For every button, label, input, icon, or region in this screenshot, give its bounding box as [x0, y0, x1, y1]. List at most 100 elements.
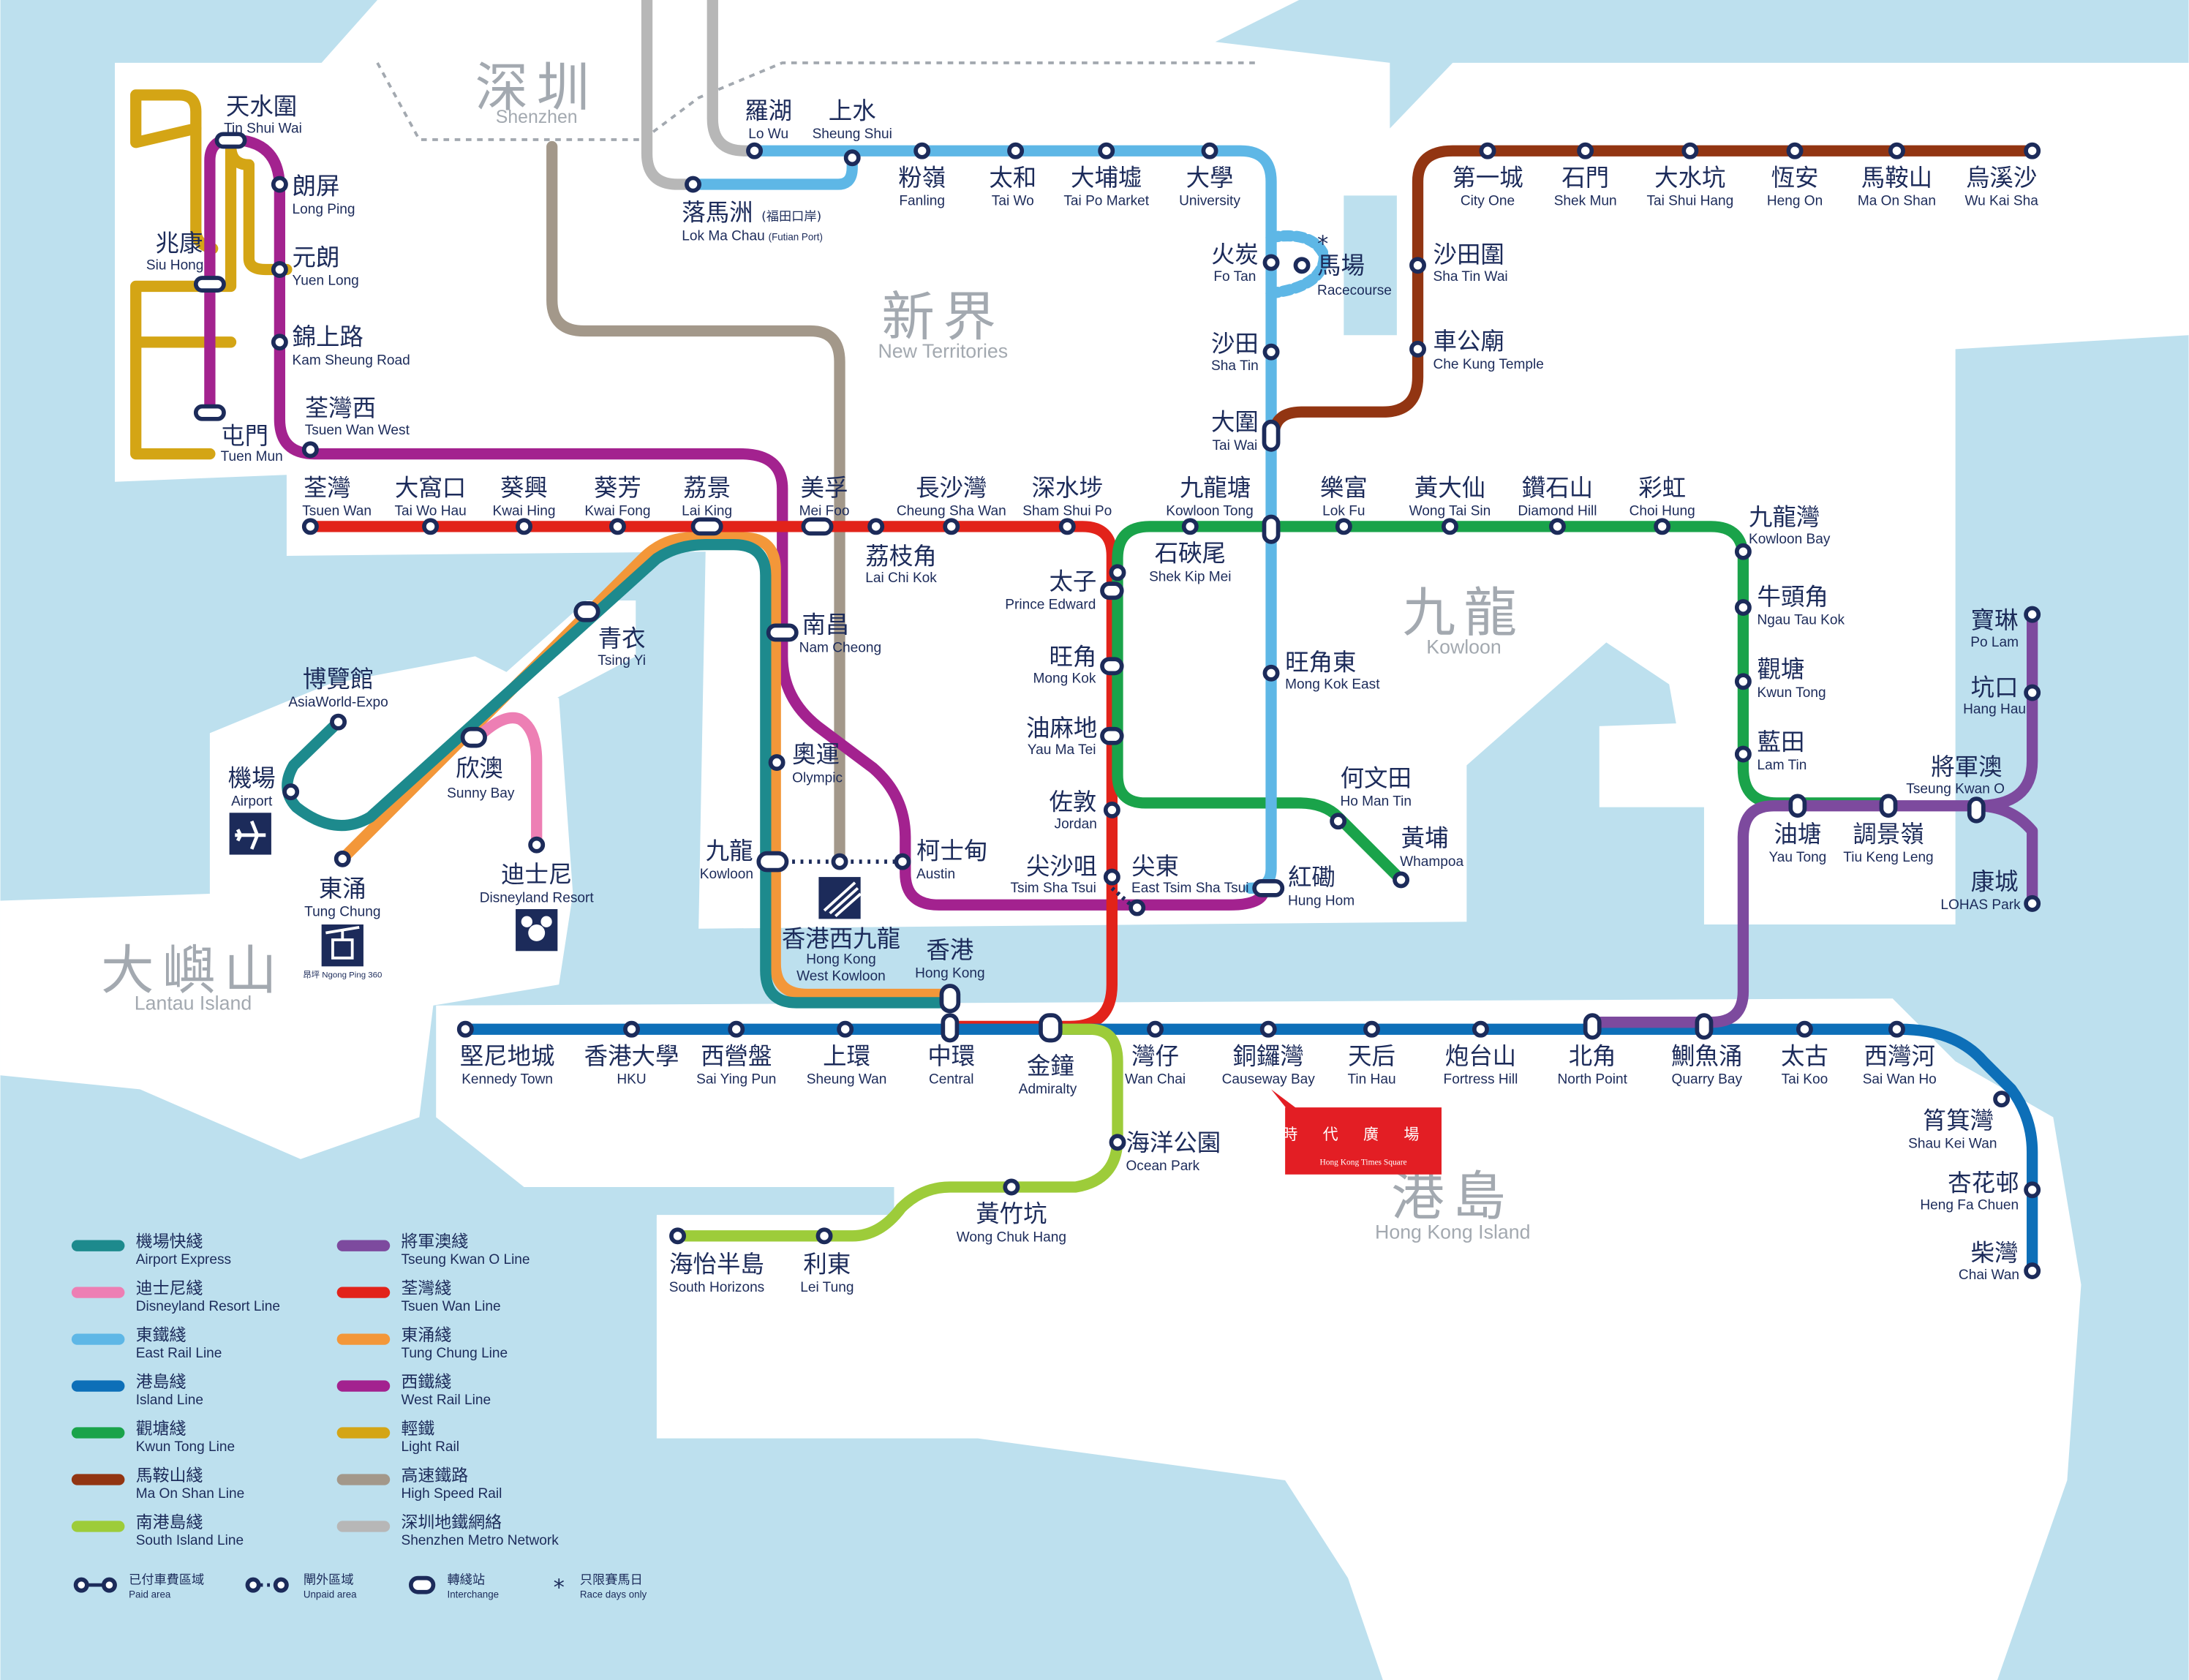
label-wong-tai-sin-en: Wong Tai Sin — [1409, 504, 1491, 519]
label-sham-shui-po-en: Sham Shui Po — [1022, 504, 1112, 519]
label-prince-edward-zh: 太子 — [1049, 568, 1096, 595]
station-marker-west-kowloon — [831, 853, 848, 870]
label-shek-kip-mei-zh: 石硤尾 — [1155, 540, 1226, 568]
label-mei-foo-en: Mei Foo — [799, 504, 850, 519]
label-whampoa-en: Whampoa — [1400, 854, 1463, 870]
label-heng-on-en: Heng On — [1767, 194, 1823, 209]
label-tung-chung-note: 昂坪 Ngong Ping 360 — [303, 971, 382, 980]
key-interchange-zh: 轉綫站 — [447, 1572, 485, 1587]
kwun-tong-line — [1112, 521, 1894, 886]
area-hong-kong-island-zh: 港島 — [1391, 1167, 1514, 1228]
station-marker-jordan — [1103, 801, 1120, 818]
station-marker-disneyland — [528, 836, 546, 854]
label-tsuen-wan-west-zh: 荃灣西 — [305, 394, 376, 422]
label-asiaworld-expo-en: AsiaWorld-Expo — [288, 695, 388, 710]
station-marker-che-kung-temple — [1409, 340, 1426, 358]
station-markers — [193, 132, 2041, 1280]
label-austin-zh: 柯士甸 — [916, 837, 987, 865]
south-island-line — [671, 1023, 1123, 1242]
station-marker-wan-chai — [1147, 1020, 1164, 1038]
station-marker-tung-chung — [334, 850, 351, 867]
label-choi-hung-zh: 彩虹 — [1638, 474, 1686, 502]
label-diamond-hill-zh: 鑽石山 — [1522, 474, 1593, 502]
label-kwai-fong-zh: 葵芳 — [594, 474, 641, 502]
legend-label-zh: 輕鐵 — [401, 1420, 434, 1439]
label-hku-zh: 香港大學 — [584, 1042, 679, 1070]
label-ocean-park-en: Ocean Park — [1126, 1159, 1199, 1174]
station-marker-south-horizons — [669, 1227, 687, 1245]
station-marker-kwun-tong — [1734, 673, 1752, 690]
label-kowloon-bay-en: Kowloon Bay — [1749, 532, 1831, 547]
area-labels: 深圳 Shenzhen 新界 New Territories 九龍 Kowloo… — [101, 58, 1530, 1243]
legend-label-en: Airport Express — [136, 1252, 231, 1267]
station-marker-tai-shui-hang — [1681, 142, 1699, 159]
legend-label-en: Tung Chung Line — [401, 1346, 508, 1361]
label-kennedy-town-zh: 堅尼地城 — [460, 1042, 555, 1070]
label-kam-sheung-road-zh: 錦上路 — [293, 323, 363, 351]
label-sha-tin-zh: 沙田 — [1211, 330, 1259, 358]
area-new-territories-zh: 新界 — [881, 287, 1004, 348]
station-labels: 天水圍 Tin Shui Wai 朗屏 Long Ping 兆康 Siu Hon… — [146, 93, 2038, 1296]
legend-label-zh: 南港島綫 — [136, 1513, 203, 1532]
label-long-ping-en: Long Ping — [293, 202, 355, 217]
label-lok-fu-zh: 樂富 — [1320, 474, 1368, 502]
tung-chung-line — [336, 532, 956, 1001]
label-hong-kong-zh: 香港 — [926, 936, 973, 964]
label-sheung-shui-zh: 上水 — [829, 97, 876, 124]
station-marker-causeway-bay — [1259, 1020, 1277, 1038]
station-marker-wu-kai-sha — [2024, 142, 2041, 159]
key-race-days-zh: 只限賽馬日 — [580, 1572, 643, 1587]
mickey-icon — [516, 909, 558, 952]
station-marker-sham-shui-po — [1058, 518, 1076, 535]
key-paid-area: 已付車費區域 Paid area — [73, 1572, 204, 1600]
label-diamond-hill-en: Diamond Hill — [1518, 504, 1597, 519]
label-wan-chai-en: Wan Chai — [1125, 1072, 1186, 1088]
legend-label-zh: 馬鞍山綫 — [136, 1466, 203, 1485]
station-marker-fo-tan — [1262, 254, 1280, 271]
label-sai-wan-ho-zh: 西灣河 — [1864, 1042, 1935, 1070]
airport-icon — [229, 813, 271, 855]
station-marker-po-lam — [2024, 606, 2041, 623]
legend-label-en: Tsuen Wan Line — [401, 1299, 500, 1314]
label-ocean-park-zh: 海洋公園 — [1126, 1129, 1221, 1156]
station-marker-lai-king — [690, 517, 723, 536]
legend-label-en: West Rail Line — [401, 1393, 491, 1408]
label-kowloon-bay-zh: 九龍灣 — [1749, 503, 1820, 531]
label-nam-cheong-zh: 南昌 — [802, 611, 849, 639]
label-asiaworld-expo-zh: 博覽館 — [303, 665, 374, 693]
label-tin-shui-wai-zh: 天水圍 — [226, 93, 297, 121]
station-marker-sheung-shui — [843, 149, 861, 167]
station-marker-ngau-tau-kok — [1734, 599, 1752, 617]
label-lok-ma-chau-zh: 落馬洲 — [682, 199, 753, 227]
label-mei-foo-zh: 美孚 — [801, 474, 848, 502]
label-wan-chai-zh: 灣仔 — [1131, 1042, 1179, 1070]
label-tai-shui-hang-zh: 大水坑 — [1654, 164, 1725, 192]
label-tai-wai-en: Tai Wai — [1212, 438, 1257, 453]
label-south-horizons-en: South Horizons — [669, 1280, 764, 1295]
cable-car-icon — [321, 924, 363, 967]
label-mong-kok-east-zh: 旺角東 — [1285, 649, 1356, 677]
label-sheung-shui-en: Sheung Shui — [813, 127, 892, 142]
station-marker-university — [1201, 142, 1218, 159]
label-east-tsim-sha-tsui-zh: 尖東 — [1131, 852, 1179, 880]
key-race-days: * 只限賽馬日 Race days only — [554, 1572, 647, 1600]
label-kwai-fong-en: Kwai Fong — [584, 504, 650, 519]
label-university-en: University — [1179, 194, 1240, 209]
label-ma-on-shan-zh: 馬鞍山 — [1861, 164, 1932, 192]
station-marker-cheung-sha-wan — [943, 518, 960, 535]
label-heng-fa-chuen-zh: 杏花邨 — [1948, 1169, 2019, 1197]
label-mong-kok-zh: 旺角 — [1049, 643, 1096, 671]
station-marker-admiralty — [1039, 1013, 1063, 1043]
station-marker-lohas-park — [2024, 894, 2041, 912]
label-kam-sheung-road-en: Kam Sheung Road — [293, 353, 410, 368]
station-marker-quarry-bay — [1695, 1013, 1714, 1040]
label-causeway-bay-zh: 銅鑼灣 — [1233, 1042, 1304, 1070]
label-ngau-tau-kok-zh: 牛頭角 — [1757, 583, 1828, 611]
label-chai-wan-en: Chai Wan — [1959, 1267, 2019, 1283]
